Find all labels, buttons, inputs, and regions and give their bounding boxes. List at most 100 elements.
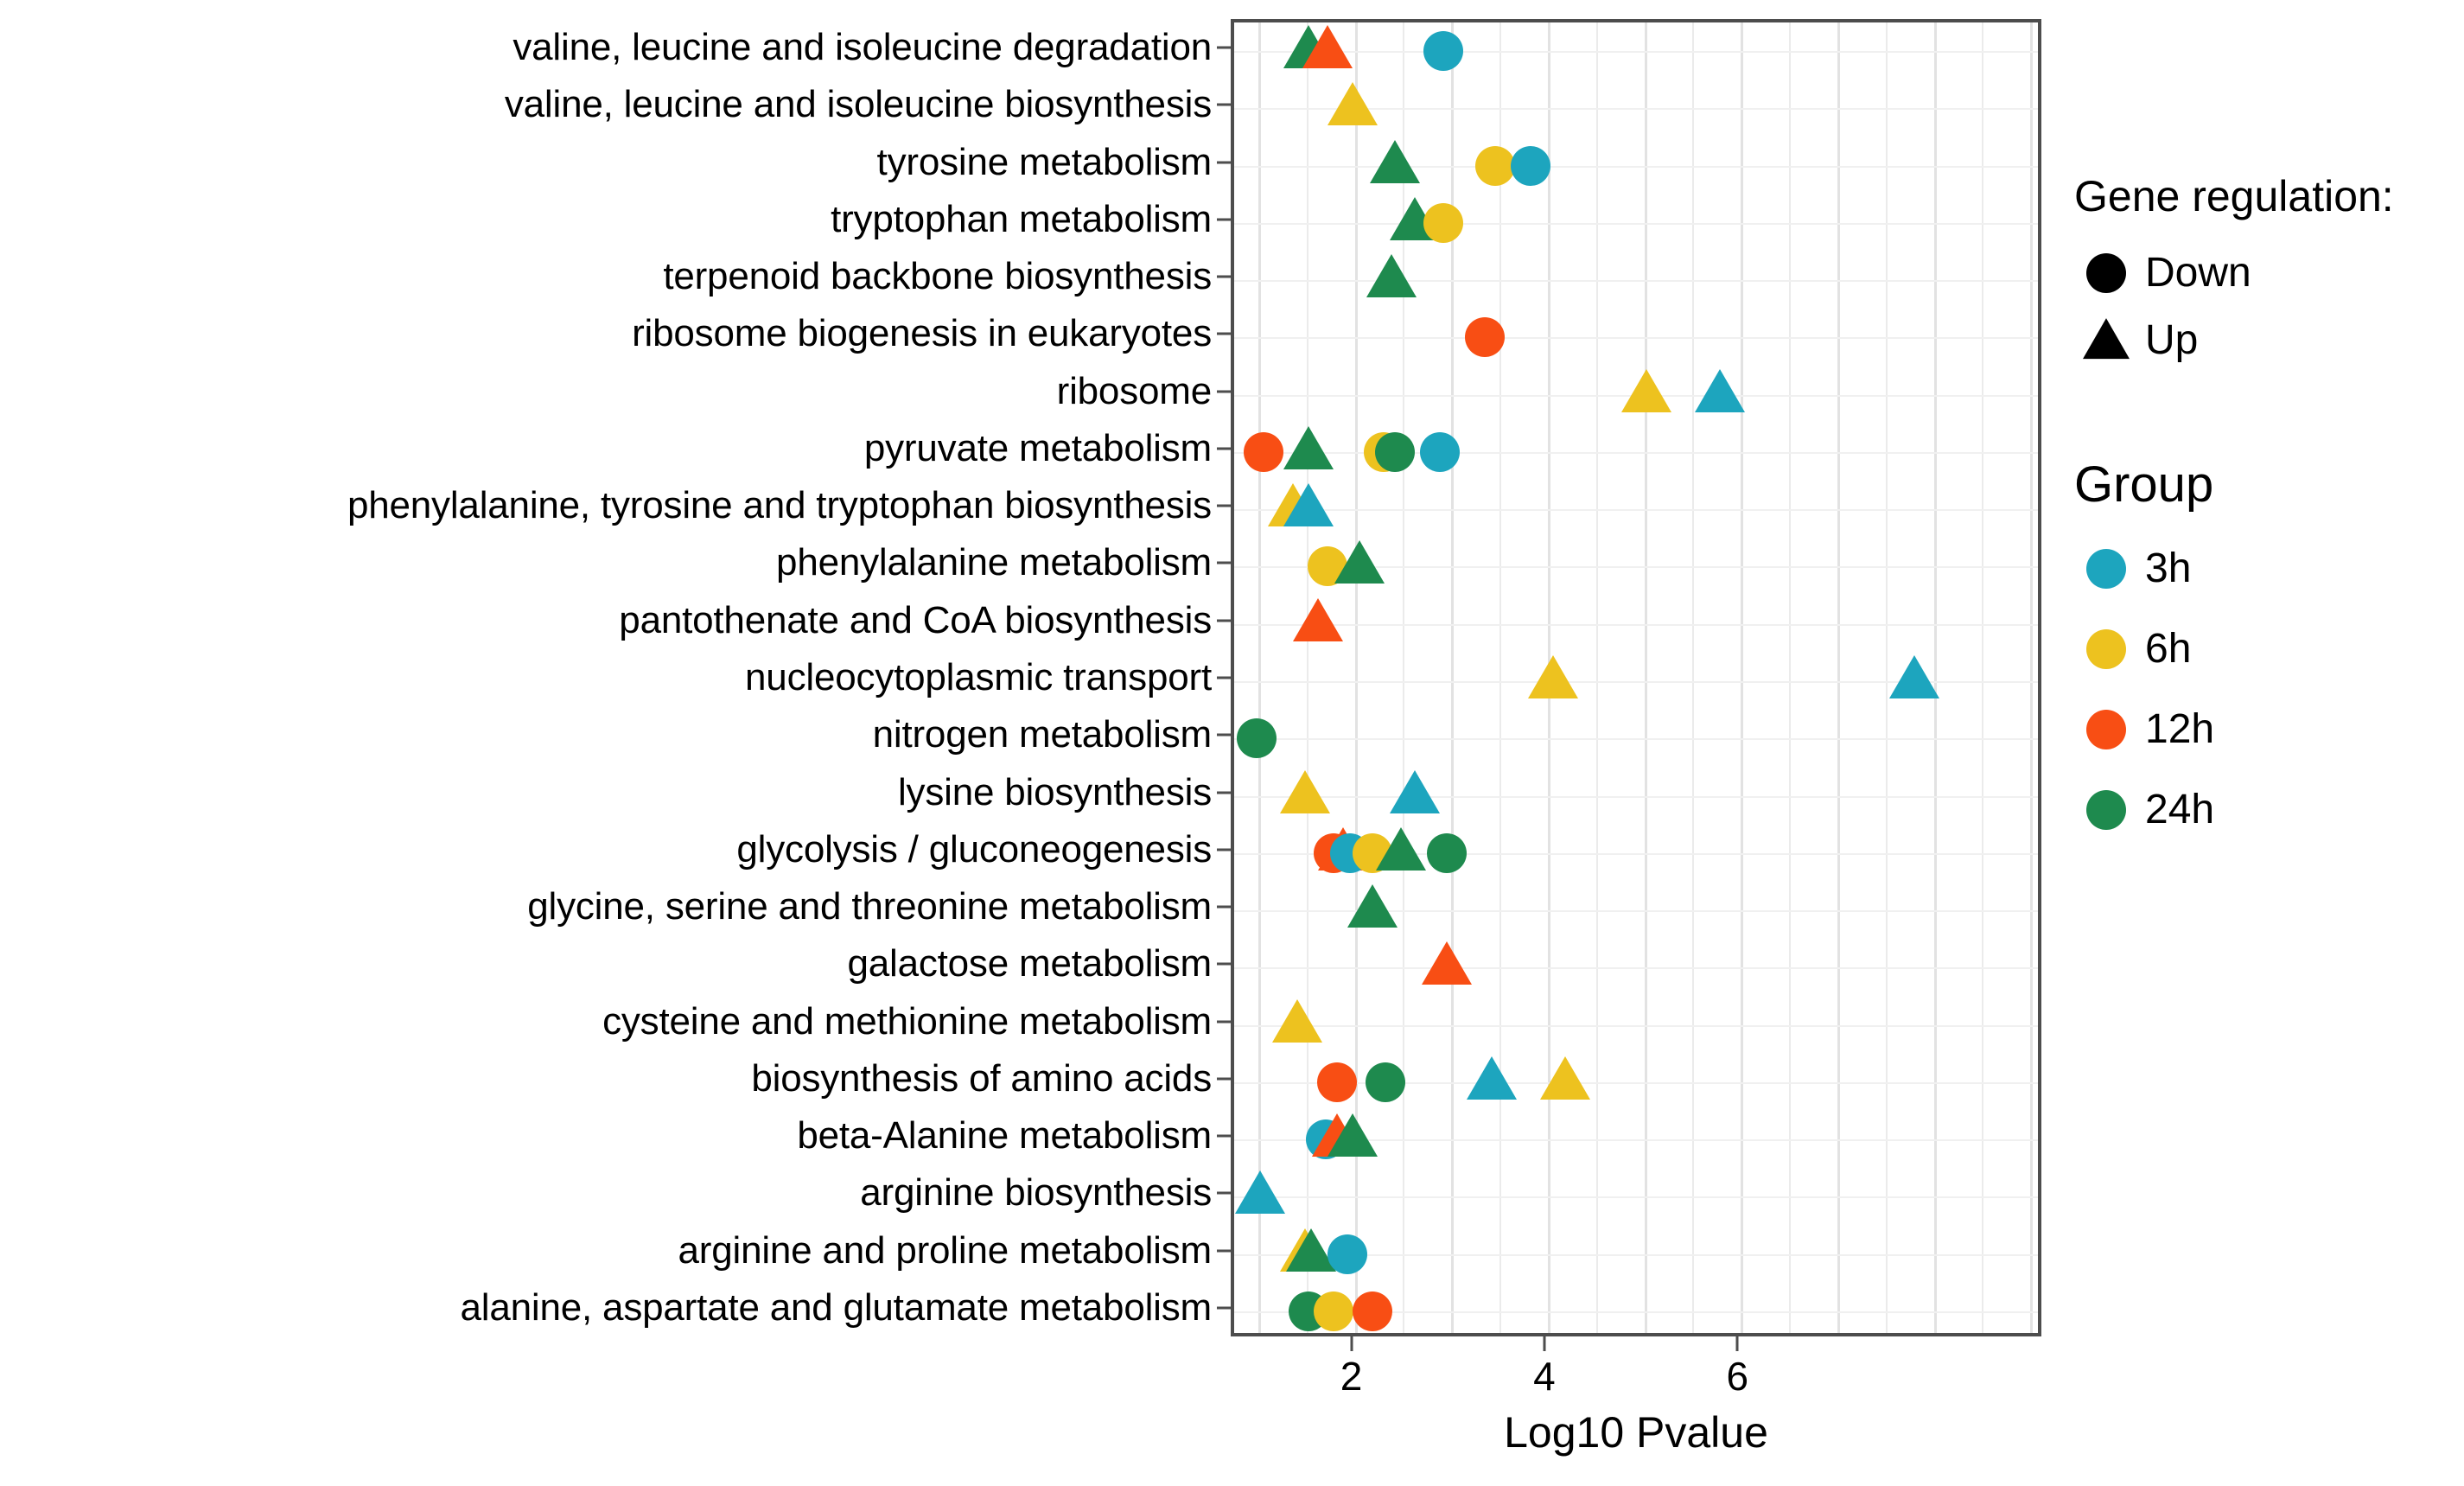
- y-axis-tick-label: arginine biosynthesis: [860, 1171, 1212, 1215]
- y-axis-tick-mark: [1217, 218, 1231, 221]
- y-axis-tick-mark: [1217, 103, 1231, 106]
- shape-legend-title: Gene regulation:: [2074, 172, 2394, 220]
- data-point-up-triangle: [1889, 655, 1940, 698]
- y-axis-tick-label: phenylalanine, tyrosine and tryptophan b…: [347, 484, 1212, 527]
- gridline-horizontal: [1234, 623, 2038, 626]
- y-axis-tick-label: biosynthesis of amino acids: [751, 1056, 1212, 1100]
- data-point-up-triangle: [1302, 25, 1353, 69]
- y-axis-tick-label: valine, leucine and isoleucine degradati…: [513, 26, 1212, 69]
- gridline-vertical-major: [1741, 22, 1744, 1333]
- color-legend-key: [2074, 781, 2138, 839]
- gridline-horizontal: [1234, 222, 2038, 225]
- y-axis-tick-label: alanine, aspartate and glutamate metabol…: [460, 1285, 1213, 1329]
- x-axis-tick-label: 6: [1726, 1354, 1749, 1399]
- gridline-vertical-minor: [1982, 22, 1984, 1333]
- y-axis-tick-label: cysteine and methionine metabolism: [602, 999, 1212, 1043]
- y-axis-tick-mark: [1217, 962, 1231, 966]
- y-axis-tick-label: glycine, serine and threonine metabolism: [527, 885, 1212, 928]
- group-color-swatch-icon: [2086, 629, 2126, 669]
- gridline-horizontal: [1234, 451, 2038, 454]
- y-axis-tick-label: phenylalanine metabolism: [776, 541, 1212, 584]
- y-axis-tick-mark: [1217, 1134, 1231, 1138]
- data-point-up-triangle: [1376, 826, 1427, 871]
- y-axis-tick-mark: [1217, 1077, 1231, 1081]
- data-point-up-triangle: [1347, 884, 1398, 928]
- data-point-up-triangle: [1694, 368, 1745, 412]
- data-point-up-triangle: [1283, 483, 1334, 527]
- y-axis-tick-label: beta-Alanine metabolism: [797, 1114, 1212, 1158]
- y-axis-tick-label: arginine and proline metabolism: [678, 1228, 1213, 1272]
- y-axis-tick-label: nitrogen metabolism: [872, 713, 1213, 756]
- color-legend-label: 6h: [2145, 626, 2192, 672]
- y-axis-tick-label: pantothenate and CoA biosynthesis: [619, 598, 1212, 641]
- y-axis-tick-mark: [1217, 161, 1231, 164]
- gridline-vertical-major: [1257, 22, 1261, 1333]
- data-point-up-triangle: [1527, 655, 1578, 698]
- y-axis-tick-mark: [1217, 504, 1231, 507]
- x-axis-tick-mark: [1543, 1336, 1546, 1351]
- data-point-down-circle: [1327, 1234, 1367, 1274]
- y-axis-tick-mark: [1217, 561, 1231, 564]
- x-axis-tick-label: 4: [1533, 1354, 1556, 1399]
- gridline-horizontal: [1234, 795, 2038, 798]
- y-axis-tick-mark: [1217, 447, 1231, 450]
- color-legend-label: 12h: [2145, 706, 2215, 752]
- gridline-vertical-major: [1837, 22, 1840, 1333]
- color-legend-label: 3h: [2145, 545, 2192, 591]
- gridline-horizontal: [1234, 1139, 2038, 1142]
- color-legend-item[interactable]: 12h: [2074, 701, 2214, 758]
- y-axis-tick-mark: [1217, 733, 1231, 737]
- data-point-down-circle: [1474, 145, 1515, 186]
- y-axis-tick-label: ribosome biogenesis in eukaryotes: [632, 312, 1212, 355]
- plot-panel: [1231, 19, 2041, 1336]
- gridline-vertical-minor: [1885, 22, 1888, 1333]
- color-legend-label: 24h: [2145, 787, 2215, 832]
- gridline-horizontal: [1234, 1081, 2038, 1084]
- gridline-vertical-minor: [1692, 22, 1695, 1333]
- data-point-up-triangle: [1328, 82, 1378, 126]
- y-axis-tick-label: tryptophan metabolism: [831, 197, 1212, 240]
- gridline-vertical-minor: [1499, 22, 1502, 1333]
- color-legend-item[interactable]: 6h: [2074, 621, 2191, 678]
- y-axis-tick-mark: [1217, 791, 1231, 794]
- gridline-vertical-minor: [1789, 22, 1792, 1333]
- y-axis-tick-mark: [1217, 1306, 1231, 1310]
- y-axis-tick-mark: [1217, 619, 1231, 622]
- gridline-horizontal: [1234, 165, 2038, 168]
- y-axis-tick-mark: [1217, 275, 1231, 278]
- y-axis-tick-label: ribosome: [1056, 369, 1213, 412]
- gridline-horizontal: [1234, 337, 2038, 340]
- y-axis-tick-mark: [1217, 332, 1231, 335]
- shape-legend-item[interactable]: Down: [2074, 245, 2251, 302]
- x-axis-tick-mark: [1735, 1336, 1739, 1351]
- y-axis-tick-mark: [1217, 1191, 1231, 1195]
- data-point-down-circle: [1423, 31, 1464, 72]
- gridline-horizontal: [1234, 910, 2038, 913]
- data-point-down-circle: [1366, 1062, 1406, 1102]
- y-axis-tick-label: pyruvate metabolism: [863, 426, 1212, 469]
- data-point-down-circle: [1352, 1291, 1392, 1331]
- color-legend-item[interactable]: 3h: [2074, 540, 2191, 597]
- data-point-down-circle: [1510, 145, 1550, 186]
- color-legend-item[interactable]: 24h: [2074, 781, 2214, 839]
- shape-legend-item[interactable]: Up: [2074, 312, 2198, 369]
- x-axis-tick-label: 2: [1340, 1354, 1363, 1399]
- data-point-up-triangle: [1366, 254, 1417, 298]
- data-point-up-triangle: [1389, 769, 1440, 813]
- y-axis-tick-mark: [1217, 848, 1231, 851]
- data-point-down-circle: [1236, 718, 1277, 759]
- gridline-horizontal: [1234, 51, 2038, 54]
- gridline-vertical-minor: [1306, 22, 1308, 1333]
- up-triangle-icon: [2083, 318, 2130, 360]
- data-point-up-triangle: [1620, 368, 1671, 412]
- group-color-swatch-icon: [2086, 790, 2126, 830]
- data-point-down-circle: [1419, 431, 1460, 472]
- group-color-swatch-icon: [2086, 710, 2126, 749]
- gridline-horizontal: [1234, 108, 2038, 111]
- y-axis-tick-label: valine, leucine and isoleucine biosynthe…: [504, 83, 1212, 126]
- gridline-horizontal: [1234, 1311, 2038, 1313]
- shape-legend-key: [2074, 245, 2138, 302]
- x-axis: 2 4 6: [1231, 1336, 2041, 1440]
- y-axis-tick-label: nucleocytoplasmic transport: [745, 656, 1212, 698]
